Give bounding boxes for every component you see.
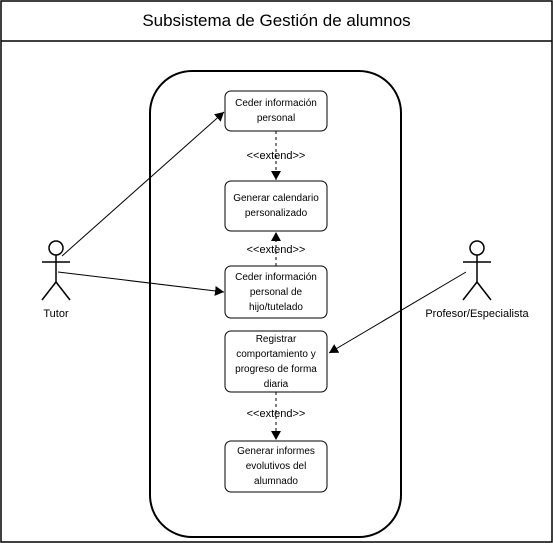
profesor-label: Profesor/Especialista (425, 308, 529, 320)
extend-label-2: <<extend>> (246, 244, 306, 256)
profesor-association (328, 271, 467, 354)
use-case-ceder-informacion-hijo: Ceder información personal de hijo/tutel… (235, 271, 317, 313)
diagram-title: Subsistema de Gestión de alumnos (142, 11, 411, 30)
tutor-association-1 (61, 111, 225, 257)
use-case-generar-informes: Generar informes evolutivos del alumnado (237, 446, 315, 487)
extend-label-1: <<extend>> (246, 150, 306, 162)
use-case-box-2 (224, 180, 328, 232)
use-case-box-5 (224, 440, 328, 493)
use-case-ceder-informacion: Ceder información personal (235, 98, 317, 124)
use-case-generar-calendario: Generar calendario personalizado (233, 193, 319, 219)
tutor-association-2 (57, 271, 225, 296)
tutor-actor-icon (41, 240, 71, 301)
extend-label-3: <<extend>> (246, 408, 306, 420)
profesor-actor-icon (462, 240, 492, 301)
use-case-registrar-comportamiento: Registrar comportamiento y progreso de f… (235, 333, 317, 390)
tutor-label: Tutor (43, 308, 69, 320)
